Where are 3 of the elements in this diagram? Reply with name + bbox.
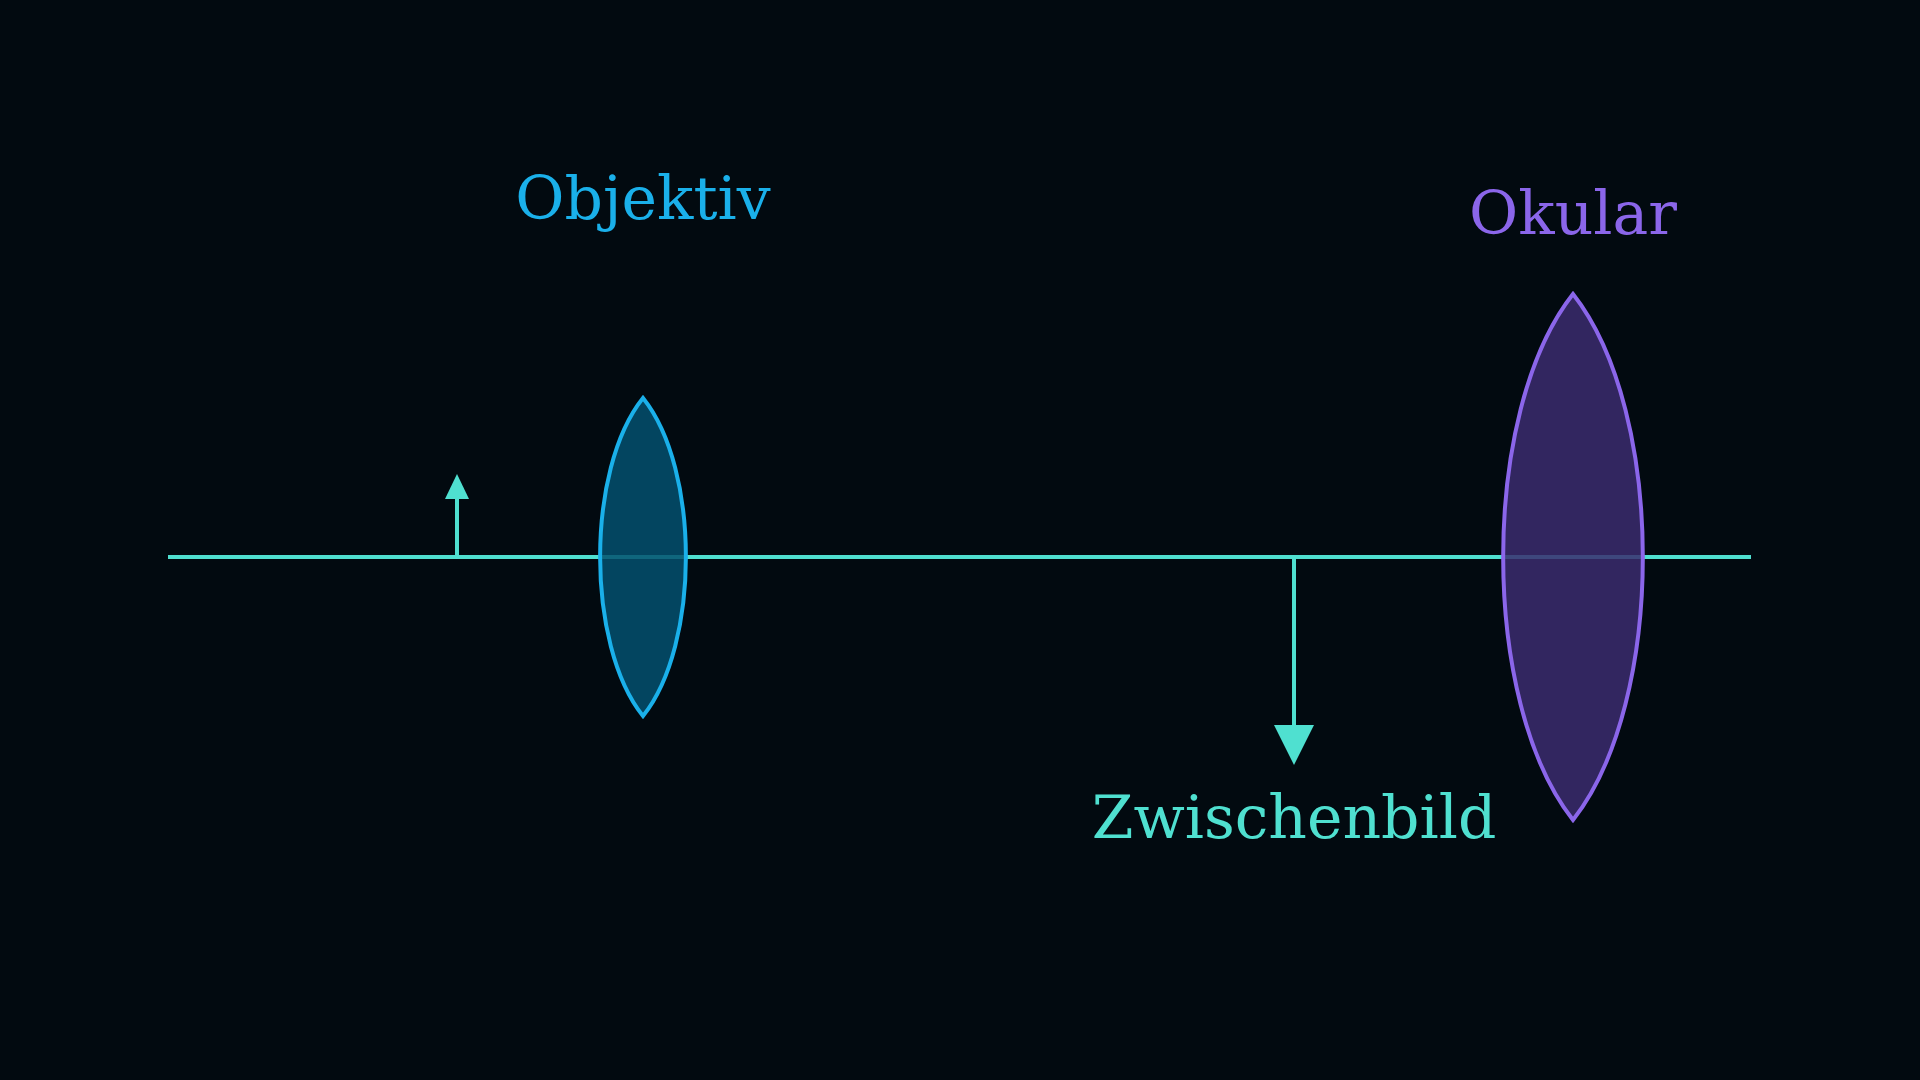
lens-label: Okular bbox=[1469, 180, 1677, 246]
image-label: Zwischenbild bbox=[1091, 784, 1497, 850]
lens-label: Objektiv bbox=[515, 165, 771, 231]
